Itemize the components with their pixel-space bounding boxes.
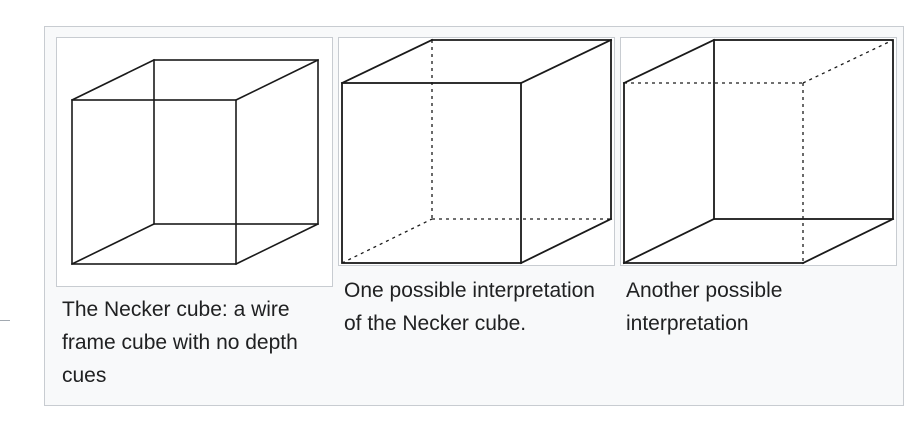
gallery-caption: One possible interpretation of the Necke…: [344, 279, 595, 335]
cube-interpretation-one-image: [340, 38, 613, 265]
section-divider: [0, 320, 10, 321]
necker-cube-image: [70, 58, 320, 266]
gallery-thumb-interpretation-two[interactable]: [620, 37, 897, 266]
image-gallery: The Necker cube: a wire frame cube with …: [44, 26, 904, 406]
cube-interpretation-two-image: [622, 38, 895, 265]
gallery-caption: Another possible interpretation: [626, 279, 783, 335]
gallery-caption: The Necker cube: a wire frame cube with …: [62, 298, 298, 387]
gallery-thumb-interpretation-one[interactable]: [338, 37, 615, 266]
gallery-thumb-necker-cube[interactable]: [56, 37, 333, 287]
